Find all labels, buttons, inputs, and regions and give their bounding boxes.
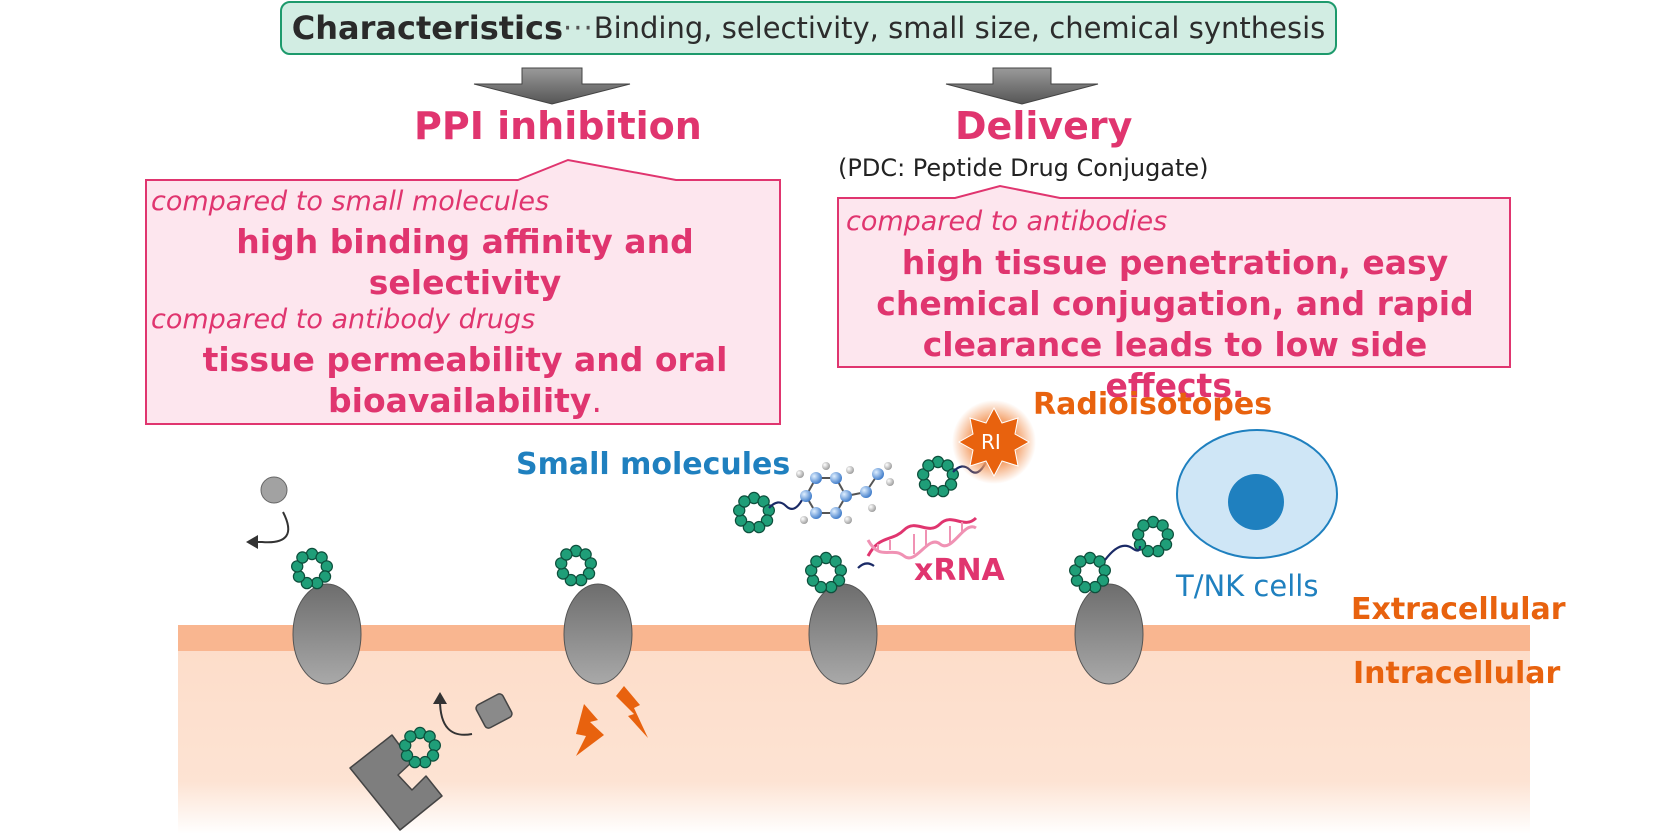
tnk-cells-label: T/NK cells bbox=[1176, 569, 1319, 603]
dna-helix-icon bbox=[866, 516, 978, 560]
ppi-benefit-period: . bbox=[591, 381, 602, 420]
tnk-cell-nucleus bbox=[1228, 474, 1284, 530]
lightning-icon bbox=[576, 704, 604, 756]
xrna-label: xRNA bbox=[914, 553, 1005, 588]
release-arrow bbox=[439, 699, 473, 736]
delivery-callout-box bbox=[837, 184, 1511, 368]
receptor bbox=[1074, 583, 1144, 685]
extracellular-label: Extracellular bbox=[1351, 592, 1566, 627]
radioisotopes-label: Radioisotopes bbox=[1033, 387, 1273, 422]
peptide-macrocycle bbox=[554, 544, 598, 587]
receptor bbox=[292, 583, 362, 685]
receptor bbox=[563, 583, 633, 685]
delivery-subtitle: (PDC: Peptide Drug Conjugate) bbox=[838, 154, 1209, 182]
ppi-compare-small-molecules: compared to small molecules bbox=[151, 186, 550, 217]
peptide-macrocycle bbox=[291, 547, 333, 590]
intracellular-label: Intracellular bbox=[1353, 656, 1561, 691]
small-molecules-label: Small molecules bbox=[516, 447, 791, 482]
arrow-head bbox=[433, 692, 447, 704]
lightning-icon bbox=[616, 686, 648, 738]
ppi-inhibition-title: PPI inhibition bbox=[414, 104, 702, 148]
delivery-compare-antibodies: compared to antibodies bbox=[846, 206, 1168, 237]
peptide-macrocycle bbox=[916, 455, 960, 498]
linker bbox=[857, 562, 875, 569]
radioisotope-icon bbox=[957, 406, 1031, 478]
arrow-head bbox=[246, 535, 258, 549]
displaced-ligand bbox=[260, 476, 288, 504]
small-molecule-icon bbox=[796, 462, 894, 524]
ppi-benefit-permeability: tissue permeability and oral bioavailabi… bbox=[200, 339, 730, 421]
peptide-macrocycle bbox=[732, 491, 776, 534]
linker bbox=[768, 499, 803, 510]
ppi-benefit-permeability-text: tissue permeability and oral bioavailabi… bbox=[202, 340, 728, 420]
characteristics-text: Binding, selectivity, small size, chemic… bbox=[593, 11, 1326, 45]
intracellular-target-protein bbox=[349, 693, 513, 831]
down-arrow-right bbox=[945, 67, 1099, 105]
ppi-benefit-affinity: high binding affinity and selectivity bbox=[236, 222, 694, 302]
curved-arrow bbox=[254, 511, 290, 544]
down-arrow-left bbox=[473, 67, 631, 105]
linker bbox=[1104, 544, 1142, 561]
delivery-title: Delivery bbox=[955, 104, 1133, 148]
ppi-callout-box bbox=[145, 158, 781, 425]
characteristics-label: Characteristics bbox=[291, 9, 564, 47]
ppi-compare-antibody-drugs: compared to antibody drugs bbox=[151, 304, 536, 335]
receptor bbox=[808, 583, 878, 685]
characteristics-separator: ··· bbox=[563, 11, 594, 45]
delivery-benefit: high tissue penetration, easy chemical c… bbox=[876, 243, 1474, 405]
ri-label: RI bbox=[981, 430, 1001, 454]
characteristics-box: Characteristics ··· Binding, selectivity… bbox=[280, 1, 1337, 55]
